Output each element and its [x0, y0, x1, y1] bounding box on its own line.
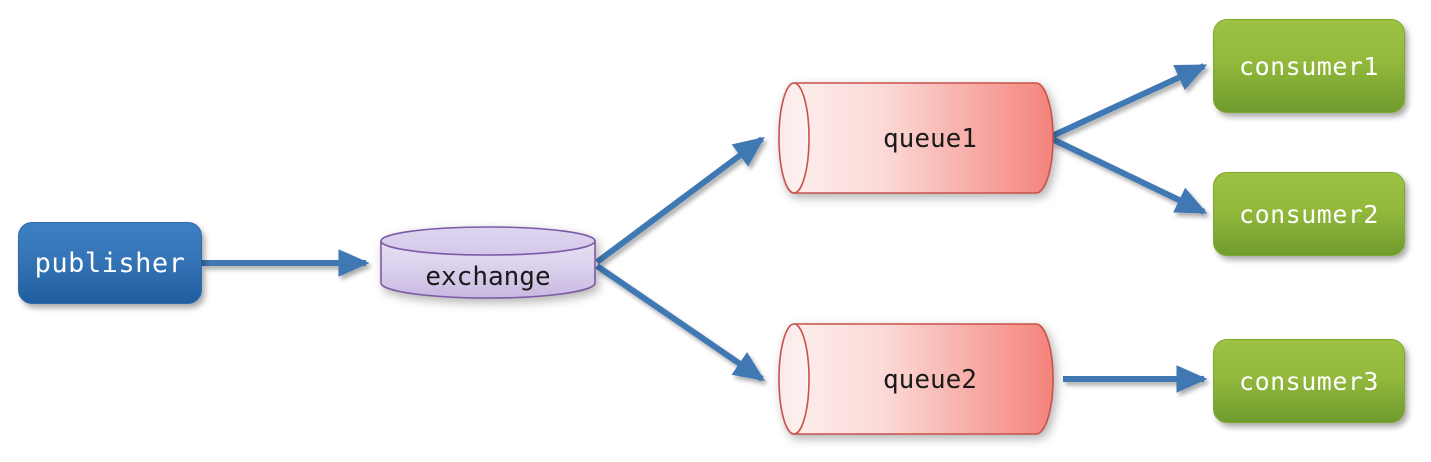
node-publisher[interactable]: publisher — [18, 222, 202, 304]
exchange-cylinder-body — [380, 240, 596, 299]
edge-queue1-to-consumer1 — [1050, 63, 1208, 139]
node-consumer2-label: consumer2 — [1239, 199, 1379, 229]
queue1-cylinder-cap — [778, 82, 810, 194]
node-consumer3[interactable]: consumer3 — [1213, 339, 1405, 423]
edge-queue1-to-consumer2 — [1050, 136, 1208, 215]
node-exchange-label: exchange — [425, 262, 551, 292]
node-consumer2[interactable]: consumer2 — [1213, 172, 1405, 256]
exchange-cylinder-top — [380, 226, 596, 256]
node-consumer1[interactable]: consumer1 — [1213, 19, 1405, 113]
node-publisher-label: publisher — [34, 247, 186, 279]
node-consumer3-label: consumer3 — [1239, 366, 1379, 396]
node-queue1[interactable]: queue1 — [778, 82, 1054, 194]
queue2-cylinder-cap — [778, 323, 810, 435]
queue1-cylinder-body — [793, 82, 1054, 194]
node-consumer1-label: consumer1 — [1239, 51, 1379, 81]
node-queue2[interactable]: queue2 — [778, 323, 1054, 435]
edge-exchange-to-queue2 — [595, 263, 765, 382]
queue2-cylinder-body — [793, 323, 1054, 435]
node-queue1-label: queue1 — [883, 124, 977, 154]
node-exchange[interactable]: exchange — [380, 226, 596, 299]
node-queue2-label: queue2 — [883, 365, 977, 395]
edge-exchange-to-queue1 — [595, 136, 765, 265]
